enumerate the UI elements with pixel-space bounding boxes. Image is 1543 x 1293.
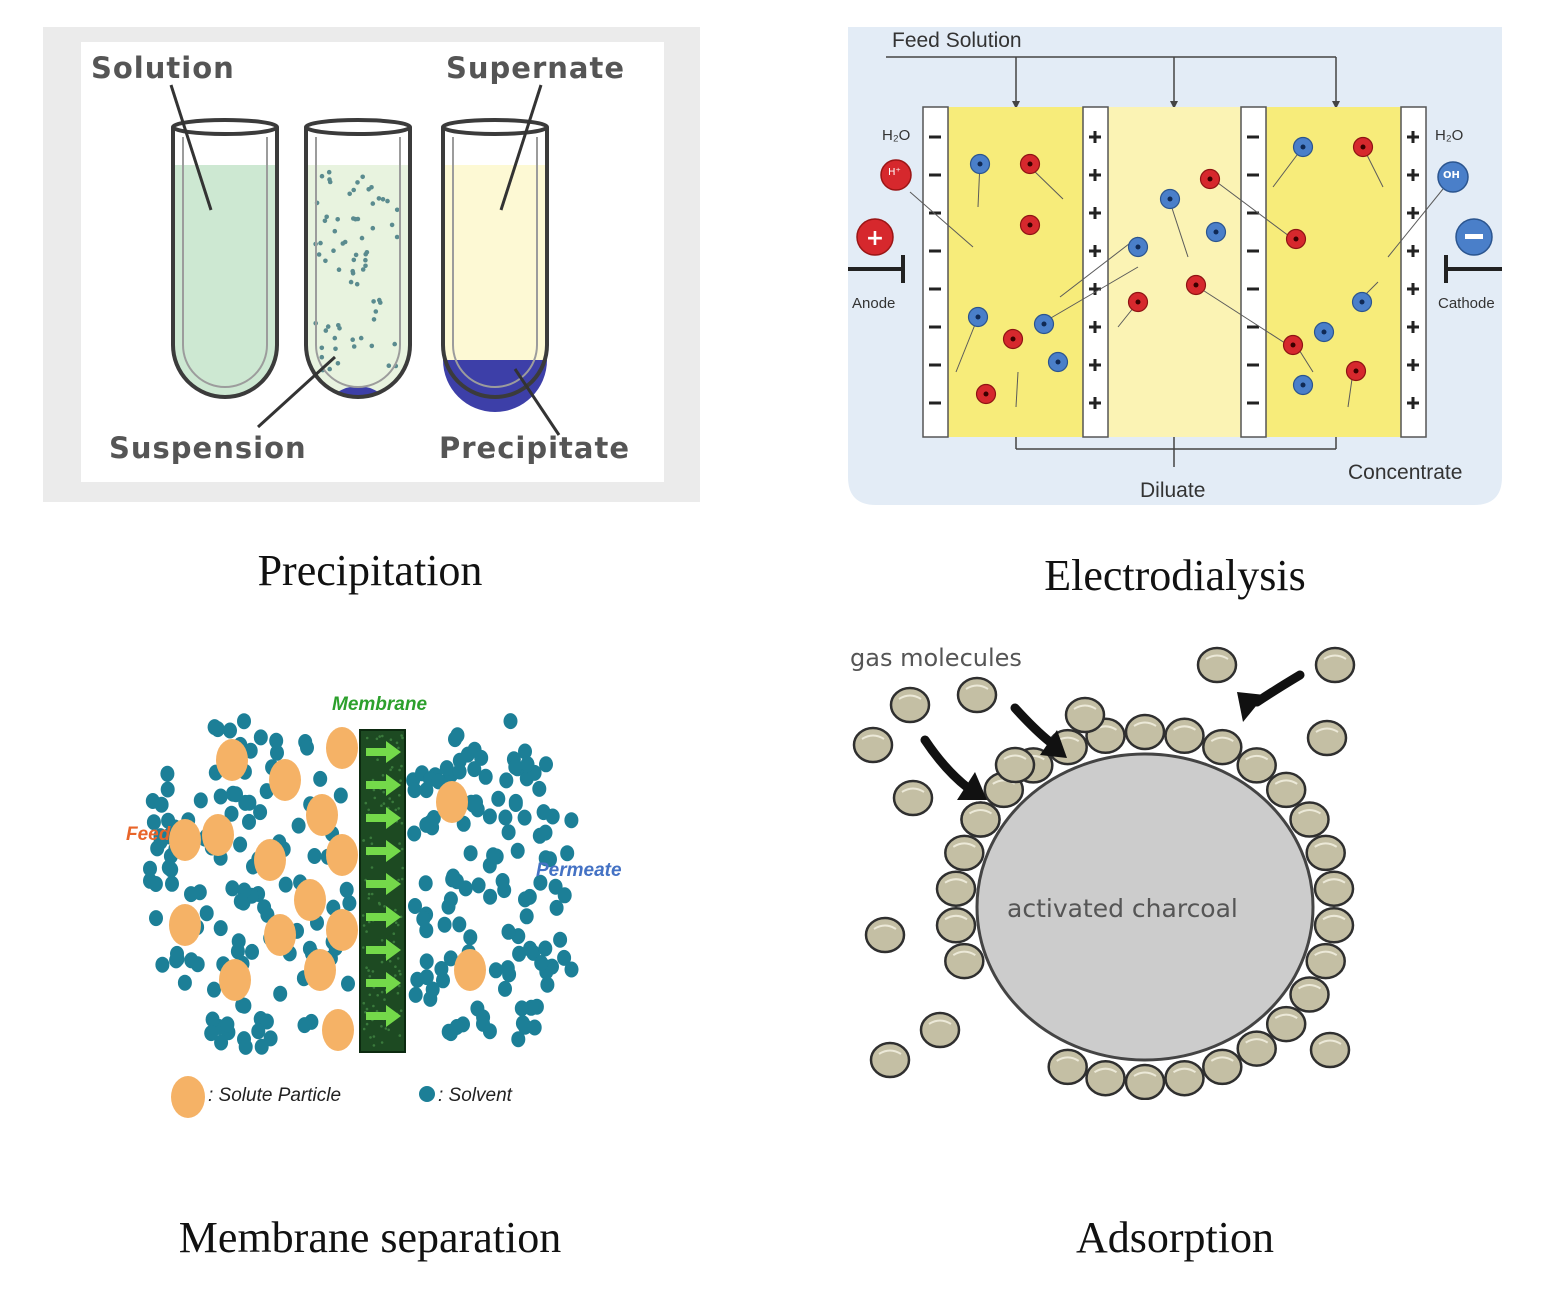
adsorption-figure	[852, 646, 1356, 1100]
cathode-label: Cathode	[1438, 295, 1495, 312]
electrodialysis-panel: + Feed Solution H₂O H₂O H⁺ OH Anode Cath…	[848, 27, 1502, 505]
membrane-figure	[143, 713, 579, 1118]
activated-charcoal-label: activated charcoal	[1007, 894, 1238, 923]
solution-label: Solution	[91, 51, 235, 85]
ions	[967, 136, 1374, 405]
caption-precipitation: Precipitation	[257, 546, 483, 595]
precipitation-panel: Solution Supernate Suspension Precipitat…	[43, 27, 700, 502]
membrane-panel: Membrane Feed Permeate : Solute Particle…	[110, 680, 650, 1140]
adsorption-panel: gas molecules activated charcoal	[845, 640, 1365, 1100]
caption-adsorption: Adsorption	[1076, 1213, 1274, 1262]
gas-molecules-label: gas molecules	[850, 644, 1022, 672]
permeate-label: Permeate	[536, 860, 622, 881]
caption-membrane: Membrane separation	[178, 1213, 562, 1262]
diluate-label: Diluate	[1140, 479, 1206, 502]
caption-electrodialysis: Electrodialysis	[1044, 551, 1306, 600]
membrane-flow-arrows	[366, 741, 401, 1027]
feed-label: Feed	[126, 824, 171, 845]
electrodialysis-figure: +	[848, 27, 1502, 505]
h-ion-label: H⁺	[888, 167, 901, 178]
suspension-label: Suspension	[109, 431, 307, 465]
h2o-right-label: H₂O	[1435, 127, 1464, 144]
membrane-particles	[143, 713, 579, 1055]
precipitate-label: Precipitate	[439, 431, 631, 465]
solvent-legend-label: : Solvent	[438, 1085, 512, 1106]
feed-solution-label: Feed Solution	[892, 29, 1022, 52]
supernate-label: Supernate	[446, 51, 626, 85]
suspension-particles	[313, 169, 400, 373]
precipitation-figure	[43, 27, 700, 502]
oh-ion-label: OH	[1443, 170, 1460, 181]
svg-text:+: +	[866, 226, 884, 251]
concentrate-label: Concentrate	[1348, 461, 1463, 484]
gas-molecules	[852, 646, 1356, 1100]
anode-label: Anode	[852, 295, 896, 312]
solute-legend-label: : Solute Particle	[208, 1085, 342, 1106]
ion-exchange-membranes	[929, 131, 1419, 409]
h2o-left-label: H₂O	[882, 127, 911, 144]
solution-tube	[171, 118, 279, 399]
supernate-tube	[441, 118, 549, 412]
suspension-tube	[304, 118, 412, 399]
membrane-label: Membrane	[332, 694, 428, 715]
